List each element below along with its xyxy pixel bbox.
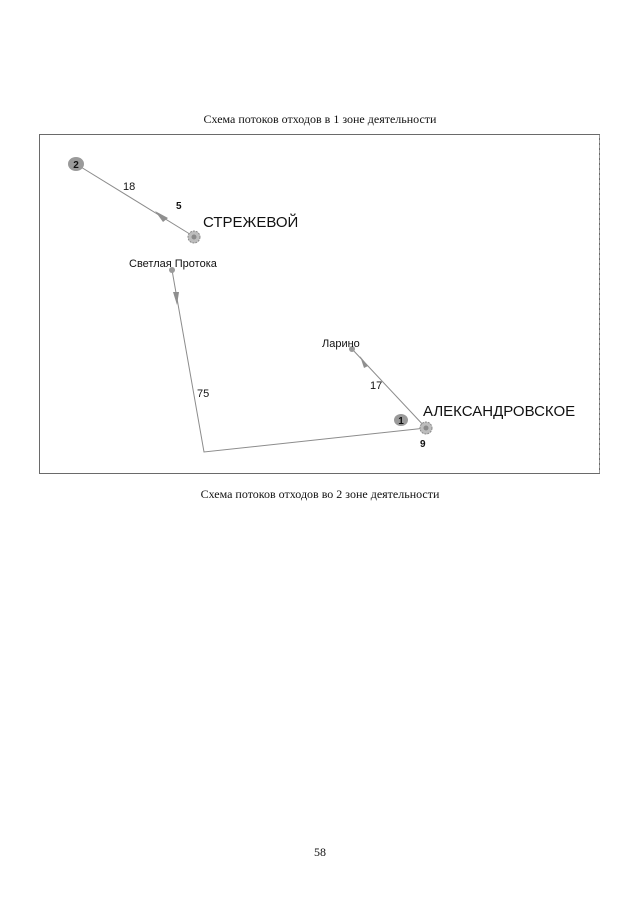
flow-arrow-icon	[173, 292, 179, 305]
flow-label-5: 5	[176, 201, 182, 212]
marker-2-label: 2	[73, 160, 79, 171]
town-label-larino: Ларино	[322, 338, 360, 350]
flow-label-9: 9	[420, 439, 426, 450]
node-aleksandrovskoe-icon	[419, 421, 433, 435]
page-number: 58	[314, 845, 326, 859]
diagram-caption-zone2: Схема потоков отходов во 2 зоне деятельн…	[200, 487, 440, 501]
flow-label-18: 18	[123, 181, 135, 193]
node-strezhevoy-icon	[187, 230, 201, 244]
town-label-aleksandrovskoe: АЛЕКСАНДРОВСКОЕ	[423, 403, 575, 420]
waste-flow-map	[39, 134, 600, 474]
town-label-svetlaya-protoka: Светлая Протока	[129, 258, 218, 270]
flow-label-75: 75	[197, 388, 209, 400]
town-label-strezhevoy: СТРЕЖЕВОЙ	[203, 213, 298, 231]
node-larino	[349, 346, 355, 352]
marker-1-label: 1	[398, 416, 404, 427]
flow-label-17: 17	[370, 380, 382, 392]
marker-1: 1	[394, 414, 408, 427]
flow-line-svetlaya-aleksandrovskoe	[171, 269, 427, 453]
diagram-caption-zone1: Схема потоков отходов в 1 зоне деятельно…	[203, 112, 437, 126]
marker-2: 2	[68, 157, 84, 171]
flow-line-2-strezhevoy	[75, 163, 194, 237]
flow-arrow-icon	[360, 356, 368, 368]
flow-arrow-icon	[155, 211, 168, 222]
node-svetlaya-protoka	[169, 267, 175, 273]
